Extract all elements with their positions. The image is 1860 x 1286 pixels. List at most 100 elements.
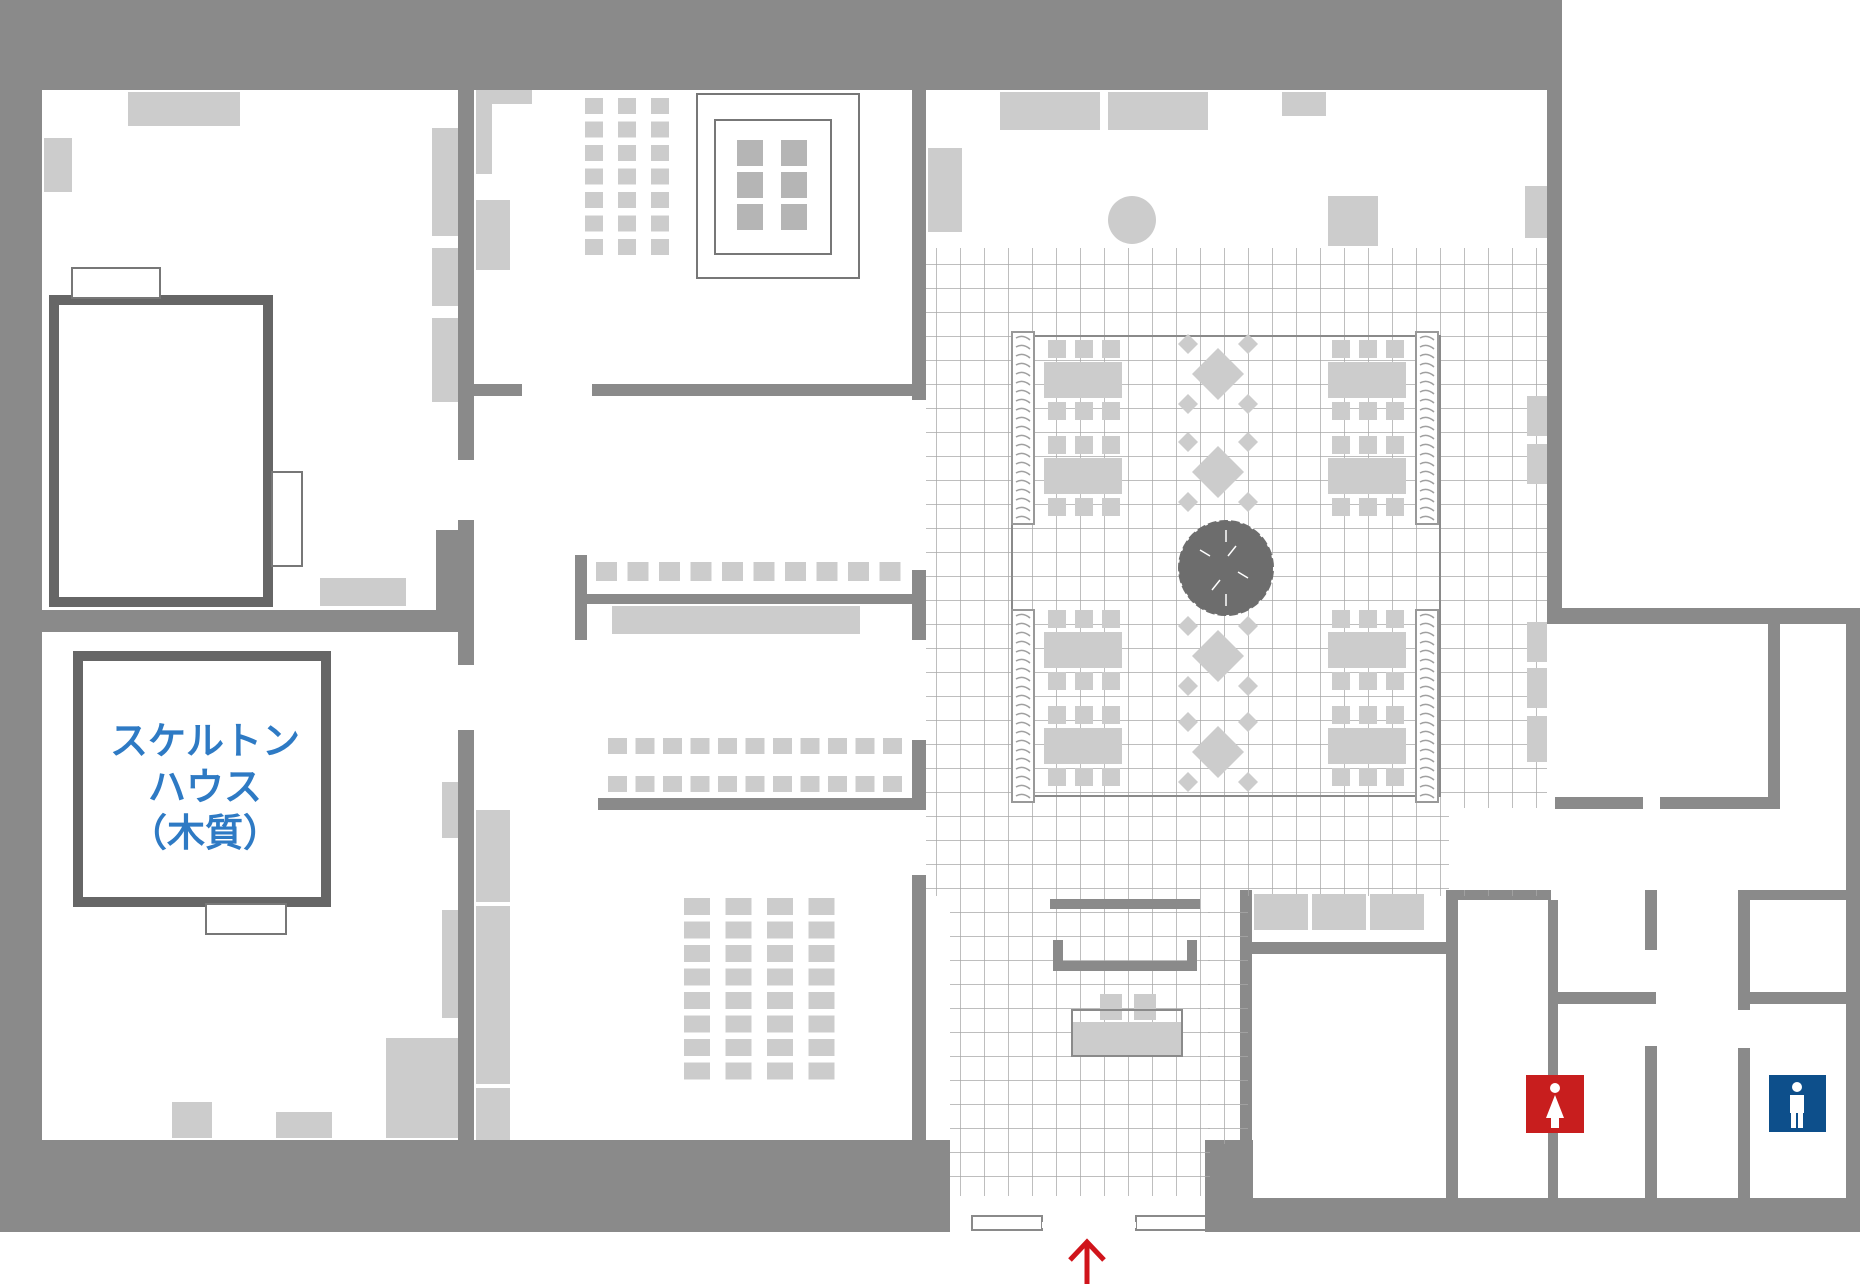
planter-texture — [1419, 694, 1435, 700]
planter-texture — [1419, 676, 1435, 682]
door-gaps — [1449, 808, 1553, 890]
chair — [1359, 340, 1377, 358]
chair — [1048, 672, 1066, 690]
chair — [1386, 610, 1404, 628]
seat-block — [883, 776, 902, 792]
planter-texture — [1015, 443, 1031, 449]
seat-block — [651, 121, 669, 138]
seat-block — [722, 562, 743, 581]
seat-block — [651, 215, 669, 232]
seat-block — [690, 562, 712, 581]
planter-texture — [1419, 353, 1435, 359]
seat-block — [725, 1039, 752, 1056]
planter-texture — [1419, 407, 1435, 413]
seat-block — [725, 945, 752, 962]
seat-block — [828, 776, 847, 792]
chair — [1102, 402, 1120, 420]
seat-block — [618, 98, 636, 114]
chair — [1075, 706, 1093, 724]
chair — [1359, 706, 1377, 724]
planter-texture — [1419, 613, 1435, 619]
planter-texture — [1015, 434, 1031, 440]
planter — [1011, 609, 1035, 803]
planter-texture — [1419, 631, 1435, 637]
seat-block — [773, 776, 792, 792]
chair — [1386, 768, 1404, 786]
seat-block — [596, 562, 617, 581]
planter-texture — [1419, 703, 1435, 709]
diamond-chair — [1238, 772, 1258, 792]
planter-texture — [1419, 398, 1435, 404]
planter-texture — [1419, 784, 1435, 790]
planter-texture — [1419, 380, 1435, 386]
planter-texture — [1015, 667, 1031, 673]
seat-block — [627, 562, 649, 581]
table — [1044, 728, 1122, 764]
seat-block — [684, 1062, 710, 1080]
planter-texture — [1015, 335, 1031, 341]
seat-block — [855, 738, 875, 754]
planter-texture — [1015, 425, 1031, 431]
diamond-chair — [1178, 676, 1198, 696]
chair — [1359, 402, 1377, 420]
chair — [1102, 768, 1120, 786]
seat-block — [585, 215, 603, 232]
diamond-chair — [1178, 432, 1198, 452]
planter-texture — [1419, 416, 1435, 422]
seat-block — [781, 172, 807, 198]
chair — [1102, 340, 1120, 358]
seat-block — [767, 1015, 793, 1033]
seat-block — [663, 776, 682, 792]
seat-block — [690, 776, 710, 792]
planter — [1415, 331, 1439, 525]
men-restroom-icon — [1769, 1075, 1826, 1132]
planter-texture — [1419, 775, 1435, 781]
chair — [1048, 340, 1066, 358]
planter-texture — [1015, 703, 1031, 709]
planter-texture — [1419, 344, 1435, 350]
planter-texture — [1015, 613, 1031, 619]
planter — [1011, 331, 1035, 525]
seat-block — [725, 921, 752, 939]
chair — [1075, 402, 1093, 420]
furniture — [44, 90, 1547, 1140]
skeleton-house-label-line3: （木質） — [128, 811, 281, 855]
planter-texture — [1419, 757, 1435, 763]
seat-block — [585, 239, 603, 255]
planter-texture — [1419, 748, 1435, 754]
chair — [1048, 402, 1066, 420]
seat-block — [684, 992, 710, 1009]
planter-texture — [1419, 461, 1435, 467]
women-restroom-icon — [1526, 1075, 1584, 1133]
planter-texture — [1419, 497, 1435, 503]
chair — [1102, 672, 1120, 690]
table — [1328, 458, 1406, 494]
seat-block — [608, 776, 627, 792]
skeleton-house-label: スケルトン ハウス （木質） — [80, 718, 330, 856]
planter-texture — [1015, 371, 1031, 377]
seat-block — [725, 992, 752, 1009]
seat-block — [767, 1039, 793, 1056]
chair — [1048, 498, 1066, 516]
chair — [1386, 706, 1404, 724]
chair — [1048, 436, 1066, 454]
structures — [49, 93, 1441, 1057]
seat-block — [773, 738, 792, 754]
chair — [1332, 768, 1350, 786]
planter-texture — [1015, 730, 1031, 736]
chair — [1075, 436, 1093, 454]
chair — [1332, 706, 1350, 724]
planter-texture — [1015, 470, 1031, 476]
planter-texture — [1015, 676, 1031, 682]
seat-block — [718, 738, 737, 754]
diamond-table — [1192, 446, 1244, 498]
seat-block — [684, 945, 710, 962]
seat-block — [808, 1039, 835, 1056]
planter-texture — [1419, 685, 1435, 691]
seat-block — [816, 562, 838, 581]
chair — [1075, 672, 1093, 690]
planter-texture — [1015, 398, 1031, 404]
planter-texture — [1419, 362, 1435, 368]
planter-texture — [1419, 470, 1435, 476]
